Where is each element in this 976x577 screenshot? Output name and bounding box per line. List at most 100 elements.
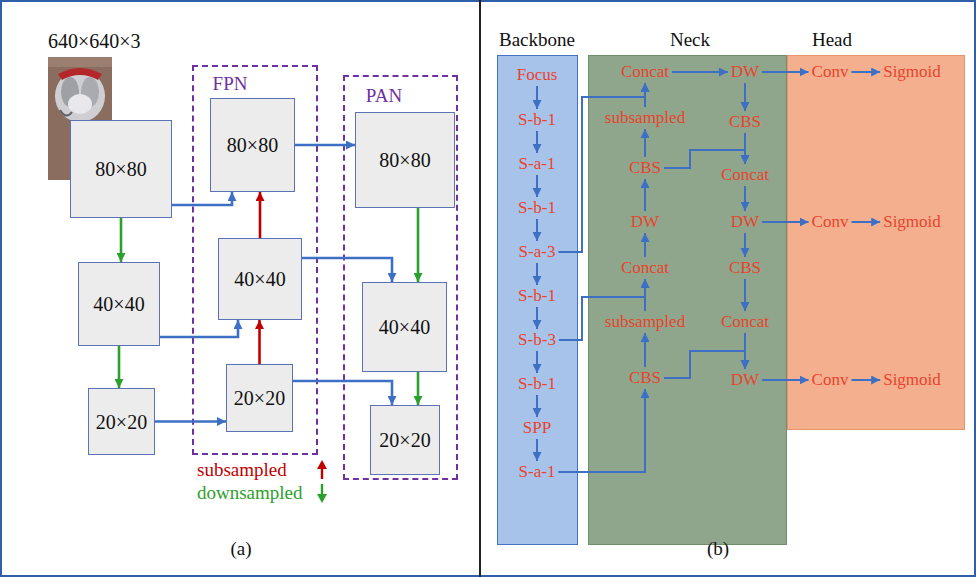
panel-divider xyxy=(479,0,481,577)
flow-arrow xyxy=(744,279,746,311)
flow-arrow xyxy=(762,221,808,223)
module-label: CBS xyxy=(726,257,764,279)
feature-map-box: 20×20 xyxy=(88,388,155,455)
flow-arrow xyxy=(536,307,538,329)
legend-item: downsampled xyxy=(197,482,337,504)
module-name: Conv xyxy=(812,212,849,232)
module-label: Sigmoid xyxy=(880,211,944,233)
module-name: subsampled xyxy=(605,108,685,128)
module-label: Concat xyxy=(618,257,672,279)
size-text: 20×20 xyxy=(234,386,285,410)
flow-arrow xyxy=(302,258,392,282)
module-name: S-a-3 xyxy=(519,242,556,262)
module-name: S-b-1 xyxy=(518,286,556,306)
module-name: CBS xyxy=(629,158,661,178)
module-label: Focus xyxy=(514,64,561,86)
module-name: Sigmoid xyxy=(883,212,941,232)
flow-arrow xyxy=(558,83,645,252)
module-label: DW xyxy=(728,211,762,233)
flow-arrow xyxy=(259,192,262,238)
module-name: DW xyxy=(731,62,759,82)
module-name: DW xyxy=(731,212,759,232)
flow-arrow xyxy=(558,389,645,472)
flow-arrow xyxy=(762,379,808,381)
legend-arrow-head xyxy=(317,494,327,503)
legend-text: downsampled xyxy=(197,482,303,504)
module-name: Concat xyxy=(721,312,769,332)
flow-arrow xyxy=(664,150,745,168)
flow-arrow xyxy=(155,420,226,423)
group-heading: Head xyxy=(812,29,852,51)
flow-arrow xyxy=(293,381,392,405)
size-text: 80×80 xyxy=(227,133,278,157)
fpn-group: FPN 80×80 40×40 20×20 xyxy=(192,65,318,455)
photo-ground xyxy=(48,57,112,67)
flow-arrow xyxy=(417,208,420,282)
size-text: 40×40 xyxy=(234,267,285,291)
module-name: Conv xyxy=(812,370,849,390)
module-name: CBS xyxy=(729,112,761,132)
head-band: HeadConvSigmoidConvSigmoidConvSigmoid xyxy=(787,55,965,430)
feature-map-box: 40×40 xyxy=(362,282,447,372)
module-label: CBS xyxy=(726,111,764,133)
flow-arrow xyxy=(664,351,745,378)
flow-arrow xyxy=(536,439,538,461)
flow-arrow xyxy=(120,218,123,262)
flow-arrow xyxy=(559,279,645,340)
module-name: S-b-1 xyxy=(518,110,556,130)
flow-arrow xyxy=(172,192,232,205)
input-size-label: 640×640×3 xyxy=(48,29,141,53)
module-label: S-a-1 xyxy=(516,153,559,175)
legend-arrow-head xyxy=(317,460,327,469)
legend-arrow xyxy=(315,459,329,481)
module-name: CBS xyxy=(629,368,661,388)
feature-map-box: 80×80 xyxy=(70,120,172,218)
module-name: S-b-1 xyxy=(518,374,556,394)
flow-arrow xyxy=(536,395,538,417)
module-name: Sigmoid xyxy=(883,62,941,82)
flow-arrow xyxy=(644,179,646,211)
module-name: Sigmoid xyxy=(883,370,941,390)
flow-arrow xyxy=(258,320,261,364)
module-name: Conv xyxy=(812,62,849,82)
module-label: S-b-3 xyxy=(515,329,559,351)
label-text: (b) xyxy=(707,537,729,560)
flow-arrow xyxy=(536,131,538,153)
module-name: S-b-1 xyxy=(518,198,556,218)
flow-arrow xyxy=(644,333,646,367)
flow-arrow xyxy=(536,219,538,241)
module-label: Conv xyxy=(809,61,852,83)
module-name: Concat xyxy=(621,62,669,82)
panel-label: (b) xyxy=(707,537,729,560)
flow-arrow xyxy=(118,346,121,388)
flow-arrow xyxy=(536,351,538,373)
panel-label: (a) xyxy=(230,537,251,560)
flow-arrow xyxy=(851,71,880,73)
module-name: Focus xyxy=(517,65,558,85)
can-rim xyxy=(58,68,102,80)
legend-arrow-shaft xyxy=(321,468,323,479)
module-label: S-a-1 xyxy=(516,461,559,483)
module-label: Concat xyxy=(718,164,772,186)
module-name: SPP xyxy=(523,418,551,438)
flow-arrow xyxy=(160,320,238,337)
flow-arrow xyxy=(295,144,355,147)
module-label: SPP xyxy=(520,417,554,439)
flow-arrow xyxy=(536,175,538,197)
feature-map-box: 20×20 xyxy=(370,405,440,475)
flow-arrow xyxy=(536,86,538,109)
flow-arrow xyxy=(644,129,646,157)
group-heading: FPN xyxy=(213,73,248,95)
module-name: DW xyxy=(731,370,759,390)
module-label: S-b-1 xyxy=(515,373,559,395)
can-shine xyxy=(68,94,92,114)
size-text: 80×80 xyxy=(379,148,430,172)
flow-arrow xyxy=(851,379,880,381)
module-name: Concat xyxy=(721,165,769,185)
flow-arrow xyxy=(744,186,746,211)
module-label: CBS xyxy=(626,157,664,179)
size-text: 40×40 xyxy=(93,292,144,316)
module-label: DW xyxy=(728,369,762,391)
